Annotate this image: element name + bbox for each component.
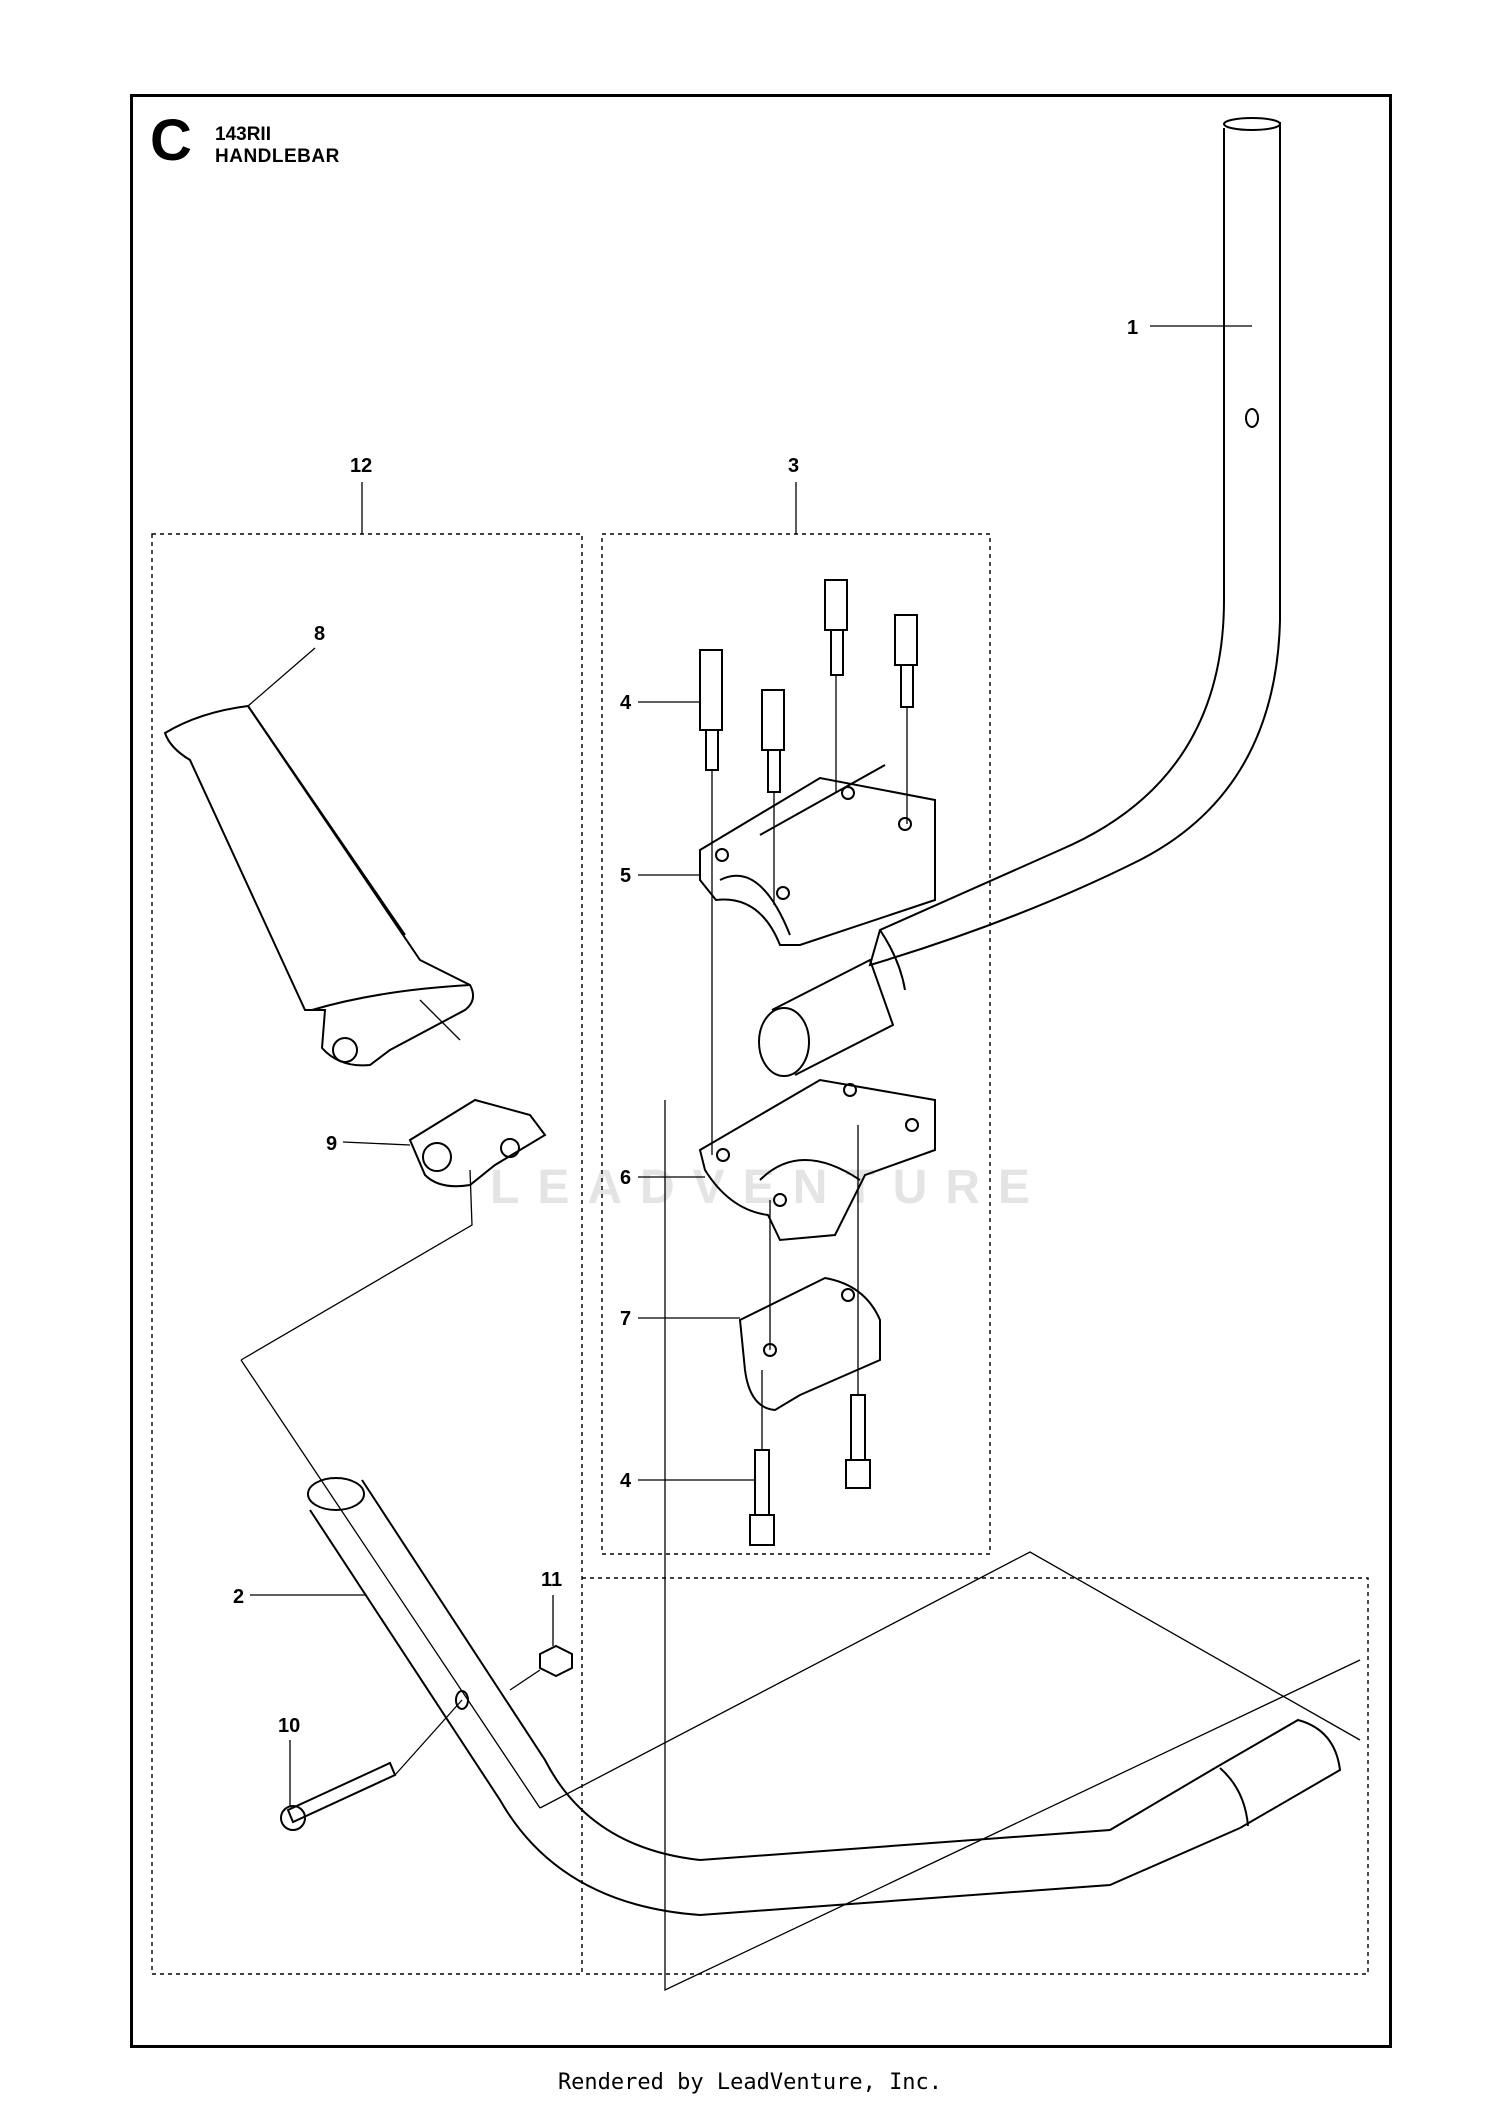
watermark: LEADVENTURE [490, 1161, 1049, 1214]
group-box-12 [151, 533, 583, 1975]
section-letter: C [150, 108, 192, 173]
screw-bottom-1 [749, 1449, 775, 1546]
callout-3: 3 [788, 455, 799, 477]
clamp-bottom [698, 1078, 936, 1242]
callout-9: 9 [326, 1133, 337, 1155]
callout-7: 7 [620, 1308, 631, 1330]
callout-6: 6 [620, 1167, 631, 1189]
callout-2: 2 [233, 1586, 244, 1608]
bolt [280, 1761, 397, 1831]
callout-1: 1 [1127, 317, 1138, 339]
callout-12: 12 [350, 455, 372, 477]
screw-bottom-2 [845, 1394, 871, 1489]
callout-4-bottom: 4 [620, 1470, 632, 1492]
clamp-top [699, 764, 936, 946]
diagram-frame [130, 94, 1392, 2048]
group-box-3 [601, 533, 991, 1555]
handle-tube-upper [868, 117, 1281, 991]
screw-top-1 [699, 649, 723, 771]
diagram-title: HANDLEBAR [215, 146, 340, 167]
nut [539, 1644, 573, 1678]
screw-top-4 [894, 614, 918, 708]
screw-top-2 [761, 689, 785, 793]
callout-10: 10 [278, 1715, 300, 1737]
handle-tube-lower [307, 1477, 1342, 1917]
handle-grip [163, 704, 475, 1067]
callout-8: 8 [314, 623, 325, 645]
model-number: 143RII [215, 124, 271, 145]
callout-4-top: 4 [620, 692, 632, 714]
saddle-clamp [738, 1276, 881, 1412]
callout-11: 11 [541, 1569, 562, 1591]
grip-clamp [408, 1098, 547, 1188]
footer-credit: Rendered by LeadVenture, Inc. [557, 2070, 943, 2095]
tube-sleeve [758, 958, 895, 1077]
callout-5: 5 [620, 865, 631, 887]
screw-top-3 [824, 579, 848, 676]
